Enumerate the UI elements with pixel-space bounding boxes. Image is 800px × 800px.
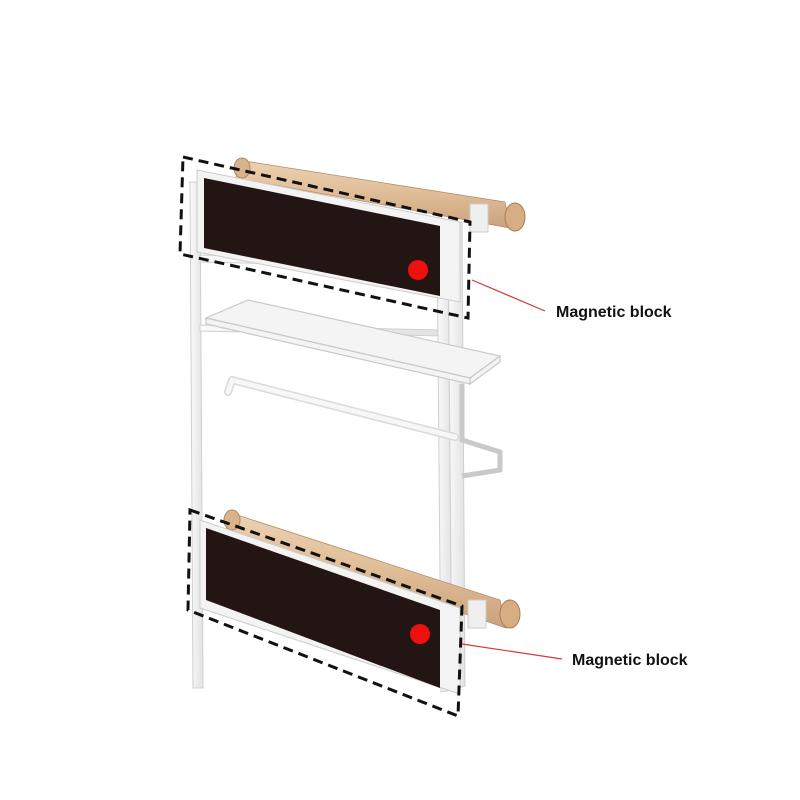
bottom-magnet-marker [410,624,430,644]
bottom-leader-line [461,643,563,660]
top-magnet-marker [408,260,428,280]
bottom-dashed-outline [186,507,464,719]
top-magnetic-panel [196,169,461,303]
top-wooden-rod [233,157,526,233]
top-leader-line [471,279,546,312]
towel-bar [224,376,459,441]
top-callout-label: Magnetic block [556,304,672,321]
bottom-callout-label: Magnetic block [572,652,688,669]
top-dashed-outline [178,155,472,320]
middle-shelf-tray [204,299,503,479]
